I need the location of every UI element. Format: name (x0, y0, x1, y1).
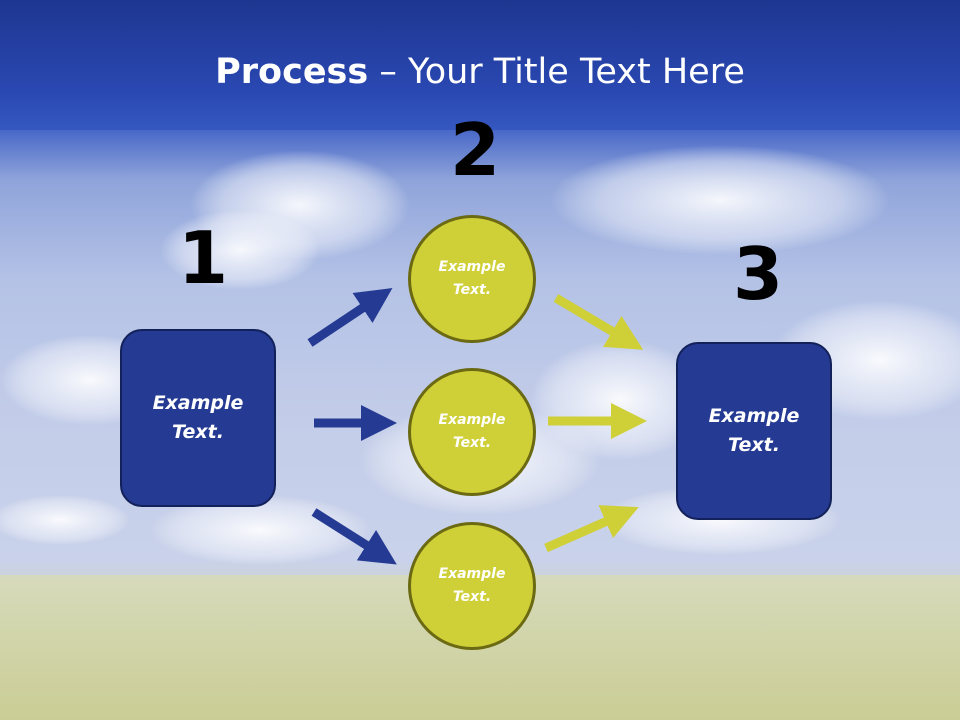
step-number-2: 2 (450, 108, 501, 192)
slide-title: Process – Your Title Text Here (0, 52, 960, 92)
right-box-text: Example Text. (708, 405, 800, 456)
circle-2: Example Text. (408, 368, 536, 496)
title-band (0, 0, 960, 130)
title-rest: – Your Title Text Here (368, 52, 745, 92)
step-number-1: 1 (178, 216, 229, 300)
circle-3-text: Example Text. (438, 566, 506, 605)
circle-3: Example Text. (408, 522, 536, 650)
right-box: Example Text. (676, 342, 832, 520)
step-number-3: 3 (733, 232, 784, 316)
arrow-to-circle-3 (311, 508, 397, 565)
left-box: Example Text. (120, 329, 276, 507)
circle-2-text: Example Text. (438, 412, 506, 451)
circle-1-text: Example Text. (438, 259, 506, 298)
circle-1: Example Text. (408, 215, 536, 343)
left-box-text: Example Text. (152, 392, 244, 443)
arrow-from-circle-1 (553, 294, 644, 350)
title-bold: Process (215, 52, 369, 92)
arrow-from-circle-3 (544, 505, 639, 553)
arrow-to-circle-1 (307, 288, 393, 347)
